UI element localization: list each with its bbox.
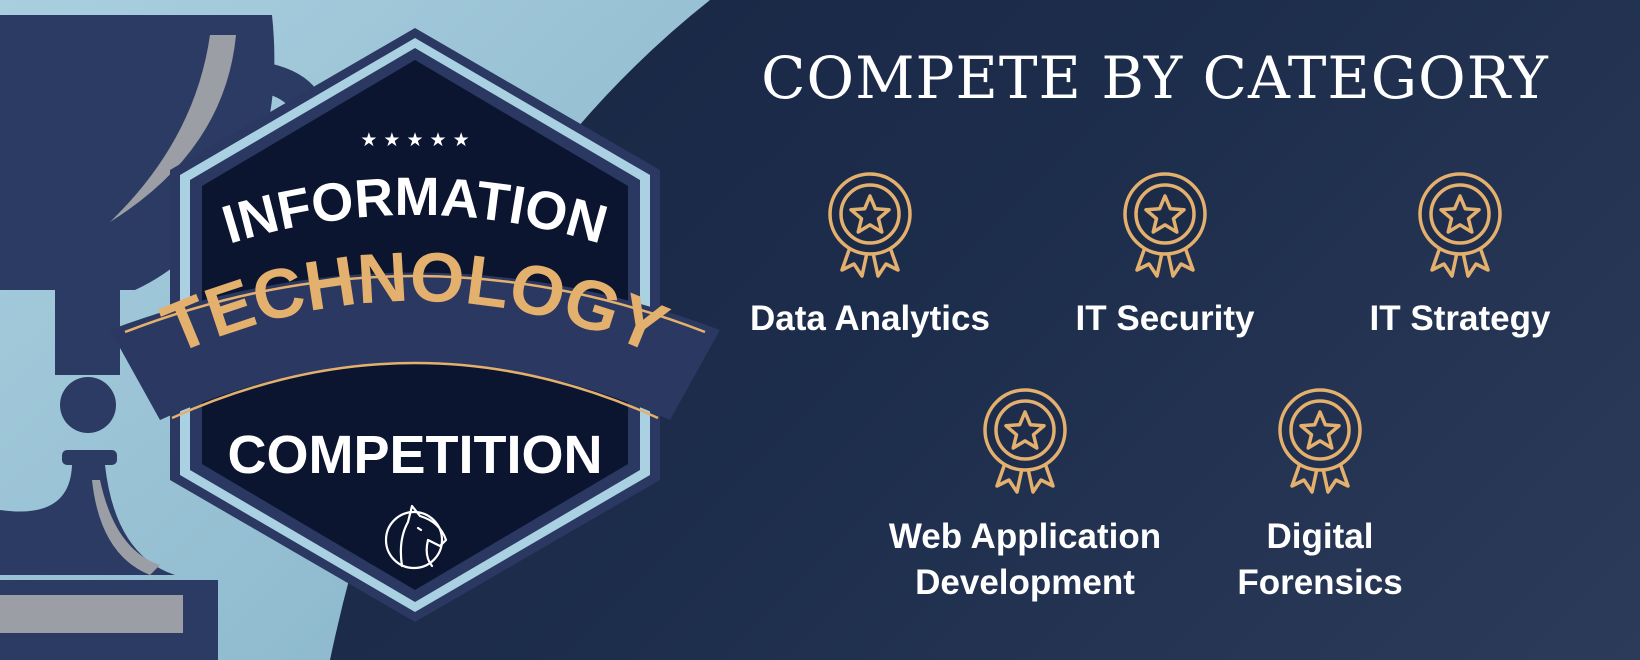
ribbon-banner [110, 272, 720, 420]
badge-line-competition: COMPETITION [228, 425, 603, 485]
award-medal-icon [828, 172, 912, 278]
category-label: Web Application Development [860, 514, 1190, 606]
section-heading: COMPETE BY CATEGORY [761, 44, 1549, 112]
award-medal-icon [983, 388, 1067, 494]
award-medal-icon [1123, 172, 1207, 278]
badge-stars: ★ ★ ★ ★ ★ [360, 129, 469, 151]
category-label-line-1: Web Application [888, 517, 1162, 556]
trophy-icon [0, 15, 328, 660]
category-label-line-1: Digital [1266, 517, 1374, 556]
category-label-line-2: Development [915, 563, 1135, 602]
category-it-strategy: IT Strategy [1310, 170, 1610, 342]
category-label: Digital Forensics [1190, 514, 1450, 606]
competition-badge: ★ ★ ★ ★ ★ INFORMATION TECHNOLOGY COMPETI… [110, 28, 720, 622]
horse-head-icon [384, 504, 448, 570]
award-medal-icon [1278, 388, 1362, 494]
award-medal-icon [1418, 172, 1502, 278]
category-label: IT Strategy [1369, 299, 1551, 338]
category-data-analytics: Data Analytics [720, 170, 1020, 342]
category-web-application-development: Web Application Development [860, 386, 1190, 606]
category-label: IT Security [1075, 299, 1255, 338]
category-it-security: IT Security [1020, 170, 1310, 342]
category-digital-forensics: Digital Forensics [1190, 386, 1450, 606]
category-label-line-2: Forensics [1237, 563, 1403, 602]
category-label: Data Analytics [750, 299, 990, 338]
